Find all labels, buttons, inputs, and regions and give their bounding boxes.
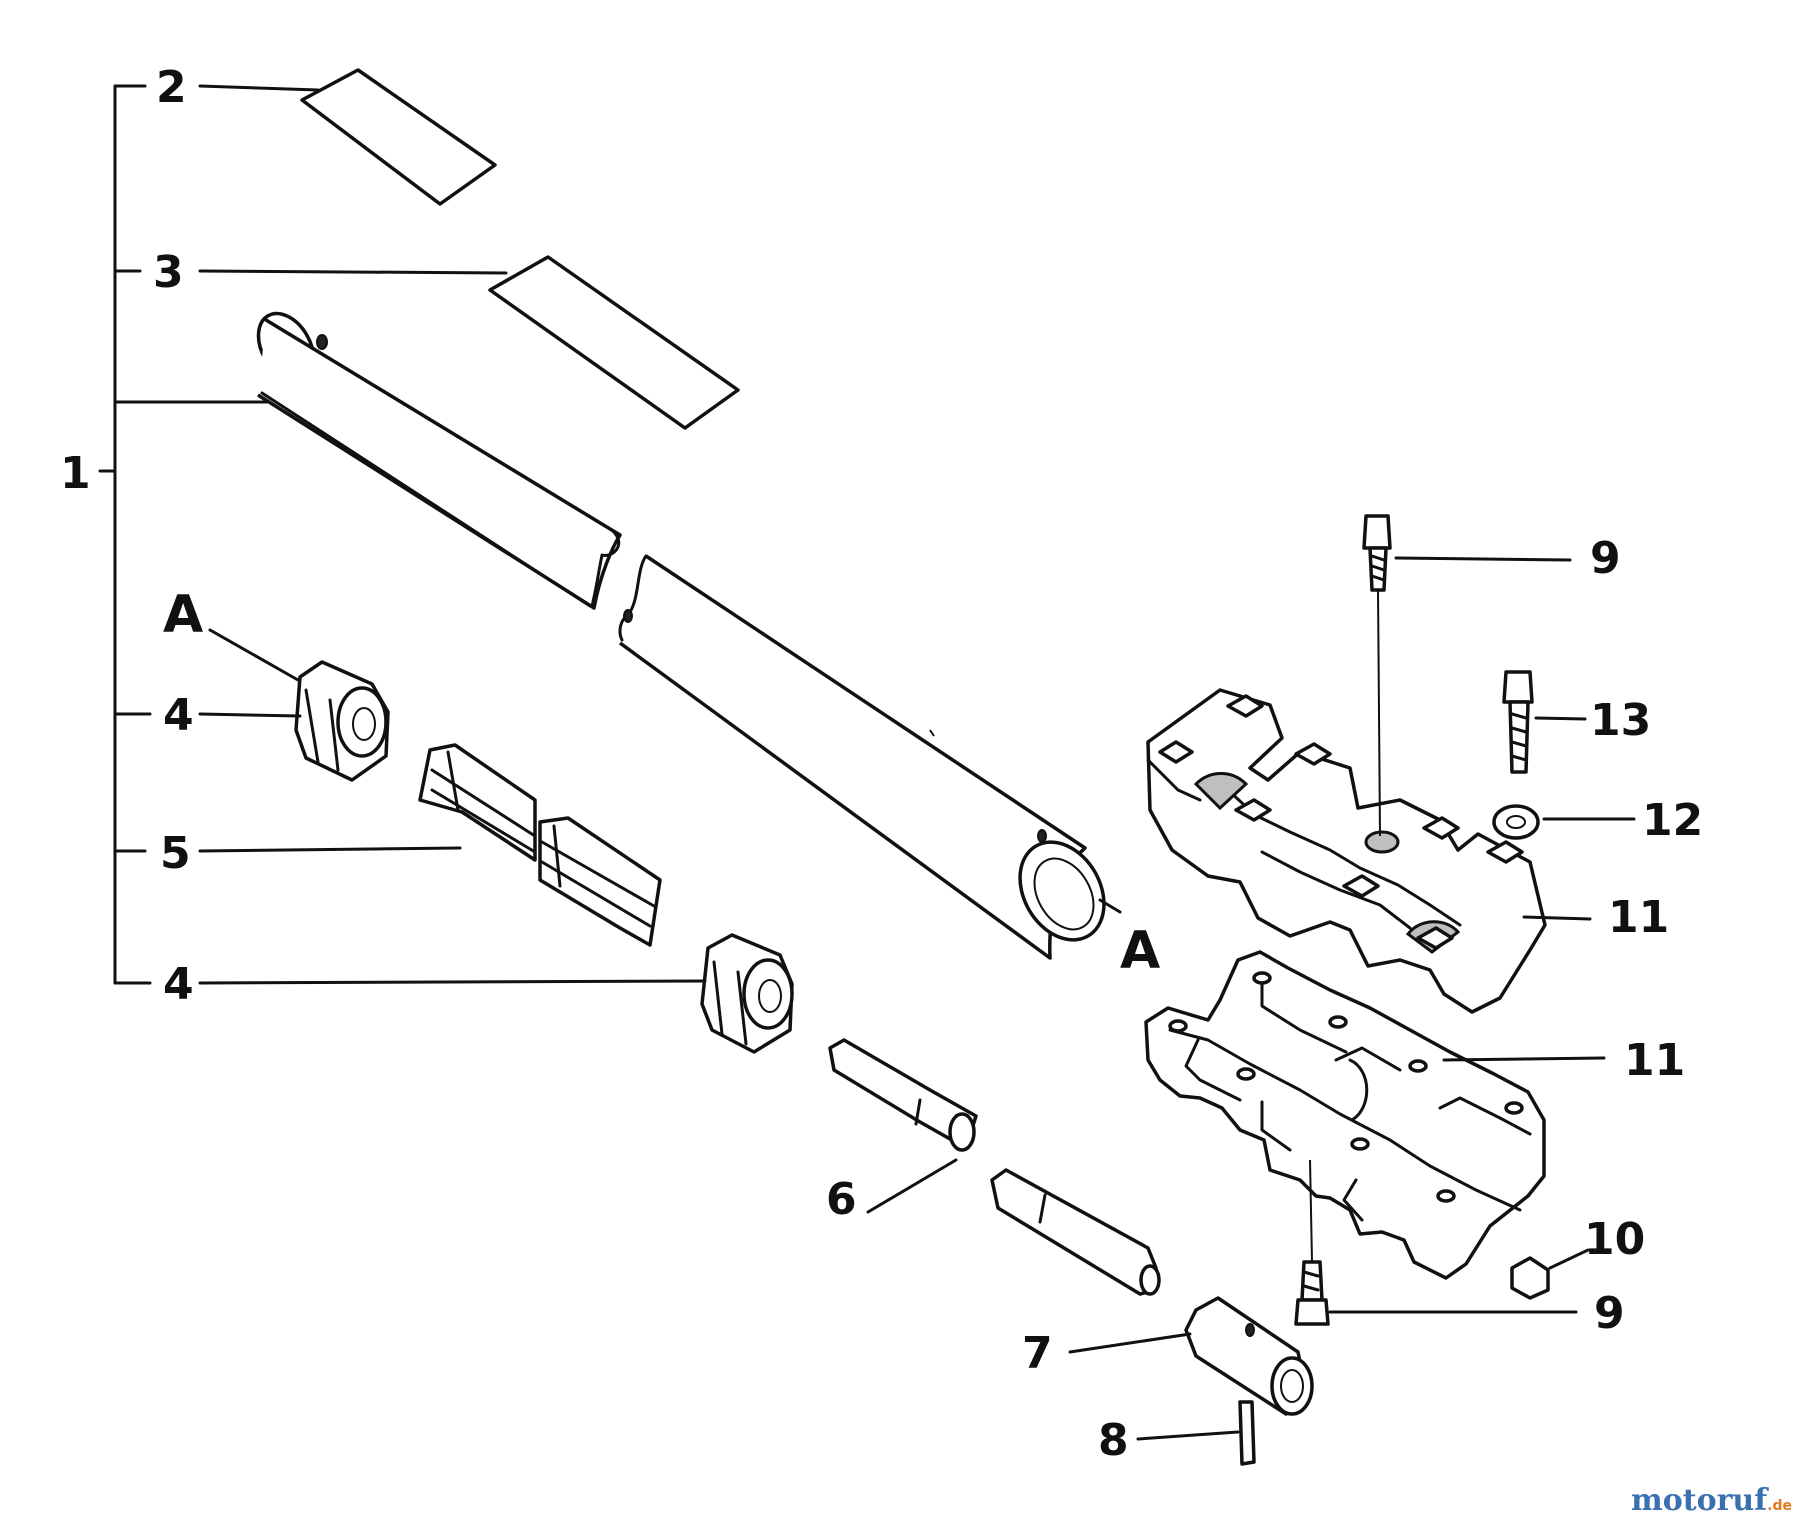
ref-a-left: A: [163, 585, 203, 645]
screw-9-top: [1362, 514, 1572, 837]
clamp-11-lower: [1144, 950, 1606, 1280]
decal-3: [198, 255, 740, 430]
pin-8: [1136, 1400, 1256, 1466]
screw-13: [1502, 670, 1587, 774]
label-10: 10: [1584, 1214, 1645, 1265]
label-7: 7: [1022, 1328, 1053, 1379]
bushing-4-upper: [198, 628, 390, 782]
callout-labels: 1 2 3 4 5 4 6 7 8 9 9 10 11 11 12 13 A A: [60, 62, 1703, 1466]
watermark-logo: motoruf.de: [1631, 1483, 1792, 1518]
label-12: 12: [1642, 795, 1703, 846]
label-6: 6: [826, 1174, 857, 1225]
bushing-4-lower: [198, 933, 794, 1054]
label-5: 5: [160, 828, 191, 879]
drive-shaft-6: [828, 1038, 1161, 1296]
label-13: 13: [1590, 695, 1651, 746]
label-11-lower: 11: [1624, 1035, 1685, 1086]
label-9-top: 9: [1590, 533, 1621, 584]
coupling-7: [1068, 1296, 1314, 1416]
nut-10: [1510, 1248, 1590, 1300]
assembly-bracket: [98, 84, 270, 985]
label-1: 1: [60, 448, 91, 499]
label-4-upper: 4: [163, 690, 194, 741]
screw-9-bottom: [1294, 1159, 1578, 1326]
watermark-brand: motoruf: [1631, 1483, 1768, 1518]
label-8: 8: [1098, 1415, 1129, 1466]
ref-a-right: A: [1120, 921, 1160, 981]
main-tube: [256, 311, 1106, 960]
decal-2: [198, 68, 497, 206]
watermark-suffix: .de: [1767, 1498, 1792, 1514]
label-2: 2: [156, 62, 187, 113]
label-3: 3: [153, 247, 184, 298]
ref-a-leader: [1098, 898, 1122, 914]
clamp-11-upper: [1146, 688, 1592, 1014]
washer-12: [1492, 804, 1636, 840]
label-9-bottom: 9: [1594, 1288, 1625, 1339]
label-11-upper: 11: [1608, 892, 1669, 943]
label-4-lower: 4: [163, 959, 194, 1010]
spline-liner-5: [198, 743, 662, 947]
